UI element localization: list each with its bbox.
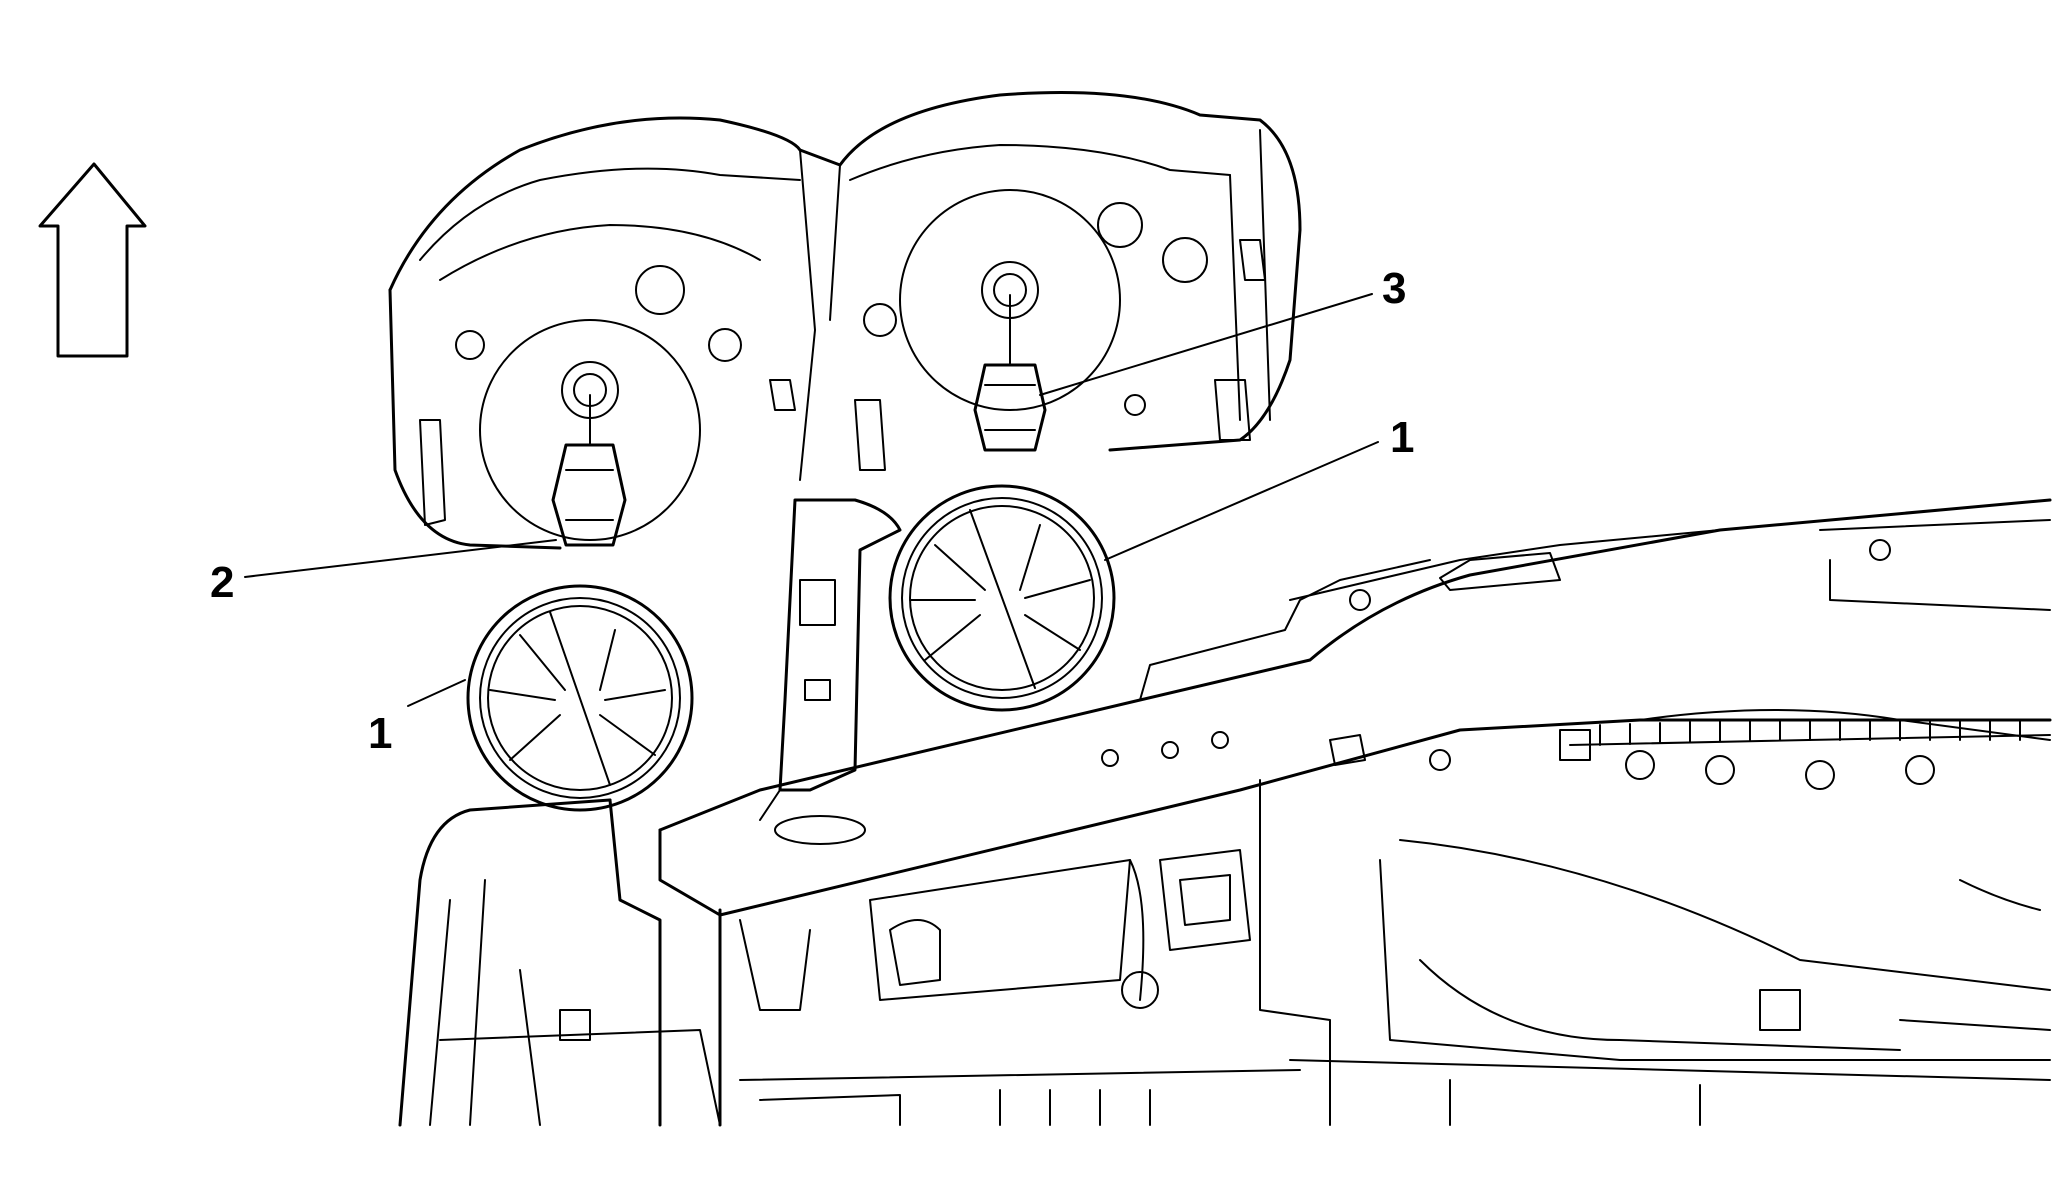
callout-3: 3 xyxy=(1382,264,1406,313)
leader-lines xyxy=(244,293,1379,707)
bulb-access-cover-left xyxy=(466,584,694,812)
bulb-access-cover-right xyxy=(888,484,1116,712)
callout-2: 2 xyxy=(210,558,234,607)
up-arrow-icon xyxy=(38,162,147,358)
radiator-support-tie-bar xyxy=(658,498,2052,917)
callout-1-right: 1 xyxy=(1390,413,1414,462)
lower-body-structure xyxy=(398,779,2051,1127)
headlamp-housing xyxy=(388,91,1302,550)
support-bracket xyxy=(759,498,902,821)
low-beam-bulb-socket xyxy=(551,394,627,547)
radiator-grille xyxy=(1569,719,2051,746)
high-beam-bulb-socket xyxy=(973,294,1047,452)
callout-1-left: 1 xyxy=(368,709,392,758)
